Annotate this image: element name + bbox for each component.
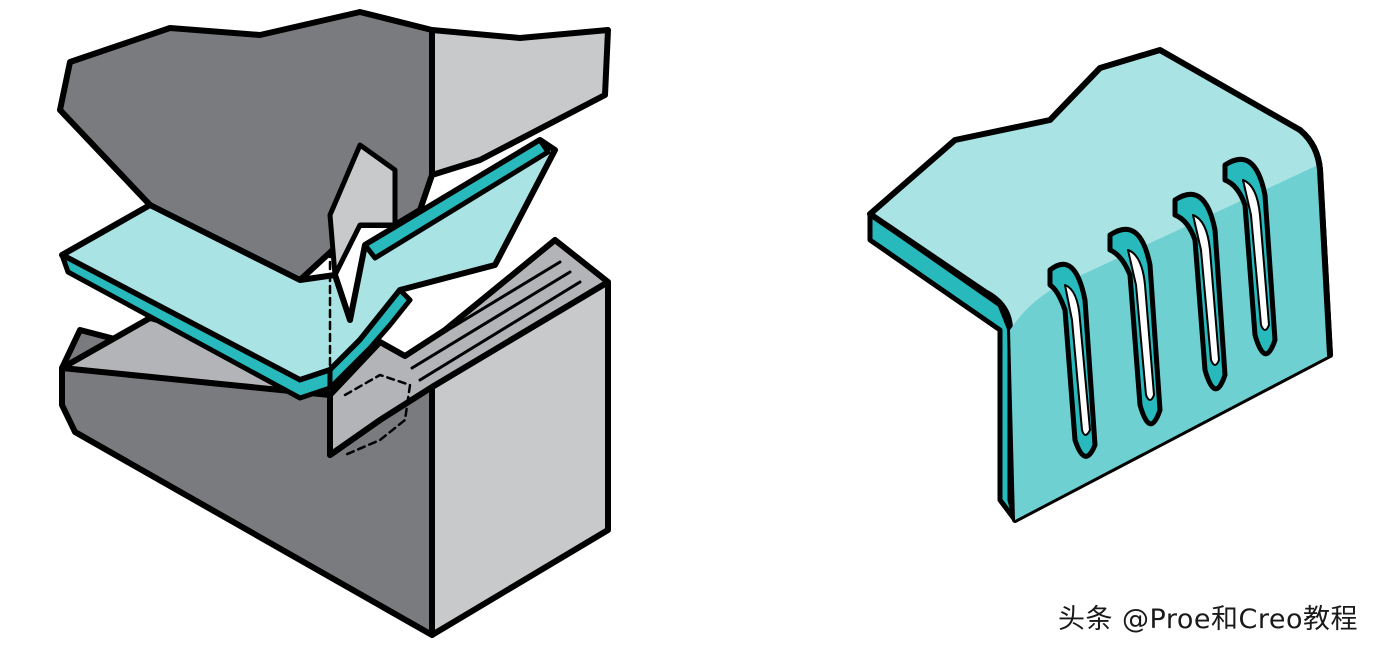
slots [1047, 156, 1278, 459]
slot-2-hole [1127, 249, 1155, 401]
watermark-text: 头条 @Proe和Creo教程 [1057, 604, 1358, 635]
slot-3-hole [1192, 214, 1220, 366]
die-groove-lines [403, 238, 582, 382]
slot-4-hole [1242, 179, 1270, 331]
punch-right-face [429, 27, 611, 178]
sheet-bent-edge [327, 287, 413, 391]
bent-sheet-right-edge [1297, 127, 1333, 358]
sheet-flange-edge [362, 137, 551, 261]
press-brake-bending-icon [57, 9, 611, 638]
hidden-die-lines [328, 248, 412, 457]
slot-1-hole [1064, 284, 1091, 436]
bent-sheet-with-slots-icon [867, 47, 1333, 523]
